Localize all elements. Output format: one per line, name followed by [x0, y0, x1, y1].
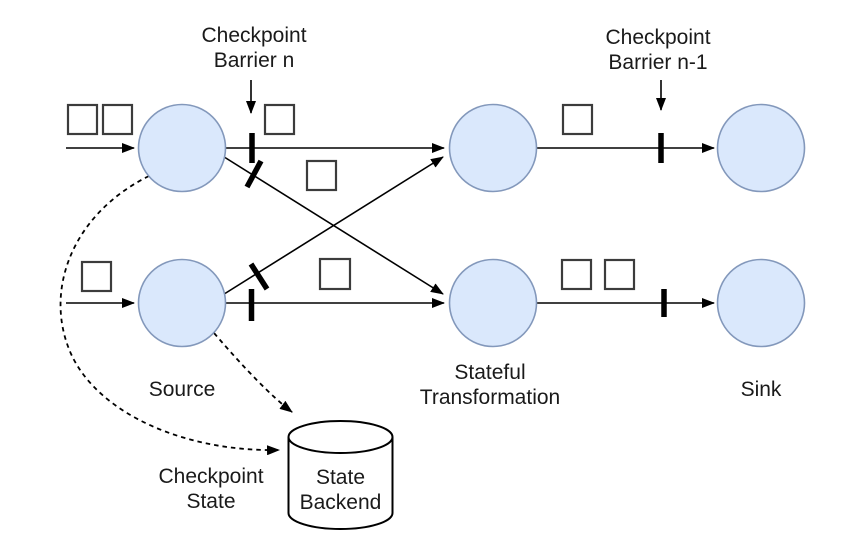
- stream-records: [66, 103, 636, 293]
- record-square: [603, 258, 636, 291]
- stateful-transformation-label: Transformation: [420, 386, 560, 409]
- edge-source-top-to-transform-bottom: [220, 154, 444, 295]
- barrier-n-1-label: Barrier n-1: [608, 51, 707, 74]
- barrier-n-1-label: Checkpoint: [605, 26, 710, 49]
- source-node-top: [137, 103, 227, 193]
- checkpoint-state-label: Checkpoint: [158, 465, 263, 488]
- sink-node-top: [716, 103, 806, 193]
- barrier-tick-diagonal-down: [244, 159, 264, 189]
- record-square: [560, 258, 593, 291]
- barrier-tick-diagonal-up: [248, 262, 270, 291]
- record-square: [318, 257, 352, 291]
- cylinder-top: [287, 420, 394, 454]
- barrier-n-label: Checkpoint: [201, 24, 306, 47]
- labels: Checkpoint Barrier n Checkpoint Barrier …: [149, 24, 782, 514]
- record-square: [305, 159, 338, 192]
- record-square: [66, 103, 99, 136]
- state-backend-cylinder: [287, 420, 394, 530]
- state-backend-label: State: [316, 466, 365, 489]
- operator-nodes: [137, 103, 806, 348]
- sink-label: Sink: [741, 378, 782, 401]
- checkpoint-state-label: State: [186, 490, 235, 513]
- source-node-bottom: [137, 258, 227, 348]
- record-square: [80, 260, 113, 293]
- barrier-n-label: Barrier n: [214, 49, 295, 72]
- checkpoint-state-arrow-from-source-bottom: [213, 332, 293, 413]
- checkpoint-barrier-ticks: [244, 133, 667, 321]
- transformation-node-top: [448, 103, 538, 193]
- source-label: Source: [149, 378, 216, 401]
- sink-node-bottom: [716, 258, 806, 348]
- record-square: [101, 103, 134, 136]
- record-square: [263, 103, 296, 136]
- state-backend-label: Backend: [300, 491, 382, 514]
- cylinder-body: [287, 437, 394, 530]
- record-square: [561, 103, 594, 136]
- transformation-node-bottom: [448, 258, 538, 348]
- stateful-transformation-label: Stateful: [454, 361, 525, 384]
